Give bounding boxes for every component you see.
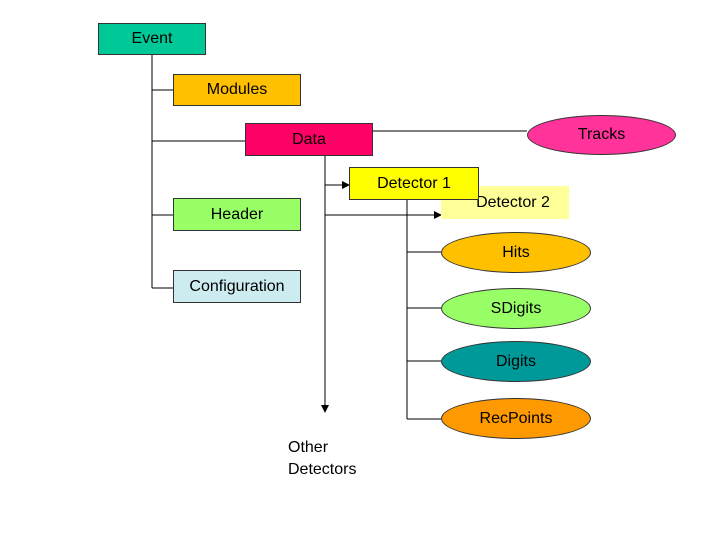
header-box: Header	[173, 198, 301, 231]
digits-ellipse: Digits	[441, 341, 591, 382]
tracks-ellipse: Tracks	[527, 115, 676, 155]
detector2-label: Detector 2	[476, 193, 550, 211]
recpoints-label: RecPoints	[479, 409, 553, 427]
detector1-box: Detector 1	[349, 167, 479, 200]
event-label: Event	[131, 30, 173, 47]
sdigits-ellipse: SDigits	[441, 288, 591, 329]
hits-ellipse: Hits	[441, 232, 591, 273]
other-detectors-label: Other Detectors	[288, 437, 356, 481]
header-label: Header	[210, 205, 264, 223]
event-box: Event	[98, 23, 206, 55]
tracks-label: Tracks	[577, 126, 626, 143]
modules-box: Modules	[173, 74, 301, 106]
data-box: Data	[245, 123, 373, 156]
hits-label: Hits	[502, 243, 530, 261]
other-detectors-line2: Detectors	[288, 461, 357, 478]
modules-label: Modules	[206, 81, 268, 98]
data-label: Data	[292, 130, 326, 148]
other-detectors-line1: Other	[288, 439, 329, 456]
detector2-box: Detector 2	[441, 186, 569, 219]
configuration-box: Configuration	[173, 270, 301, 303]
sdigits-label: SDigits	[490, 299, 542, 317]
detector1-label: Detector 1	[377, 174, 451, 192]
recpoints-ellipse: RecPoints	[441, 398, 591, 439]
digits-label: Digits	[495, 352, 536, 370]
configuration-label: Configuration	[189, 277, 285, 295]
